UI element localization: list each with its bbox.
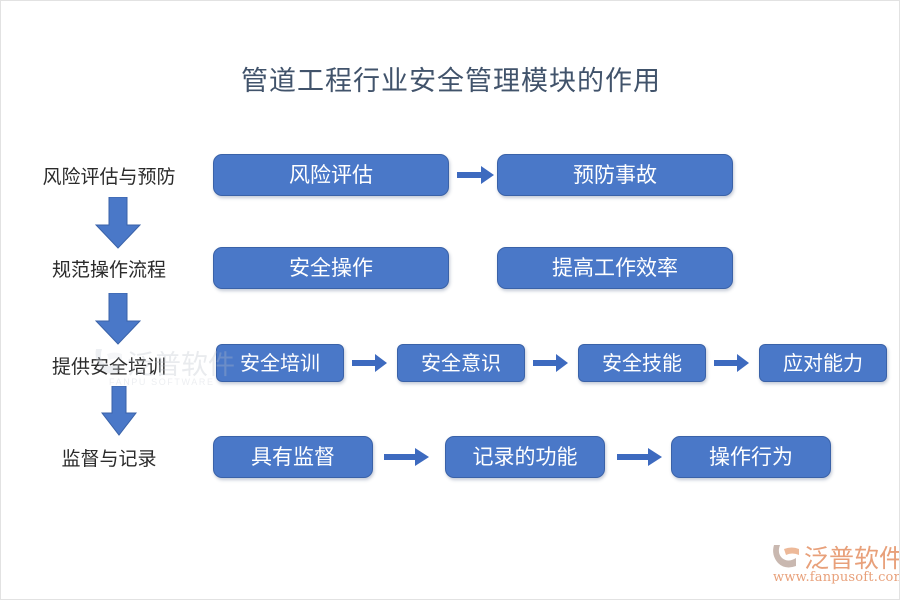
node-safe-operation[interactable]: 安全操作	[213, 247, 449, 289]
flow-row-3: 提供安全培训 安全培训 安全意识 安全技能 应对能力	[1, 344, 899, 390]
node-accident-prevention[interactable]: 预防事故	[497, 154, 733, 196]
arrow-right-icon	[533, 353, 569, 373]
brand-name: 泛普软件	[804, 544, 900, 573]
node-risk-assessment[interactable]: 风险评估	[213, 154, 449, 196]
node-improve-efficiency[interactable]: 提高工作效率	[497, 247, 733, 289]
node-safety-skills[interactable]: 安全技能	[578, 344, 706, 382]
row-label-training: 提供安全培训	[51, 356, 166, 378]
arrow-right-icon	[352, 353, 388, 373]
down-arrow-icon-1	[95, 197, 141, 249]
down-arrow-icon-3	[101, 386, 137, 436]
arrow-right-icon	[457, 165, 495, 185]
node-operation-behavior[interactable]: 操作行为	[671, 436, 831, 478]
brand-logo: 泛普软件 www.fanpusoft.com	[771, 539, 899, 587]
node-safety-training[interactable]: 安全培训	[216, 344, 344, 382]
row-label-procedure: 规范操作流程	[51, 259, 166, 281]
brand-url: www.fanpusoft.com	[773, 570, 900, 585]
page-title: 管道工程行业安全管理模块的作用	[241, 66, 661, 97]
node-response-capability[interactable]: 应对能力	[759, 344, 887, 382]
arrow-right-icon	[384, 447, 430, 467]
arrow-right-icon	[714, 353, 750, 373]
brand-logo-icon	[771, 541, 802, 575]
node-record-function[interactable]: 记录的功能	[445, 436, 605, 478]
row-label-risk: 风险评估与预防	[42, 166, 176, 188]
flow-row-4: 监督与记录 具有监督 记录的功能 操作行为	[1, 436, 899, 482]
row-label-supervision: 监督与记录	[61, 448, 157, 470]
flow-row-1: 风险评估与预防 风险评估 预防事故	[1, 154, 899, 200]
down-arrow-icon-2	[95, 293, 141, 345]
node-has-supervision[interactable]: 具有监督	[213, 436, 373, 478]
arrow-right-icon	[617, 447, 663, 467]
node-safety-awareness[interactable]: 安全意识	[397, 344, 525, 382]
flow-row-2: 规范操作流程 安全操作 提高工作效率	[1, 247, 899, 293]
